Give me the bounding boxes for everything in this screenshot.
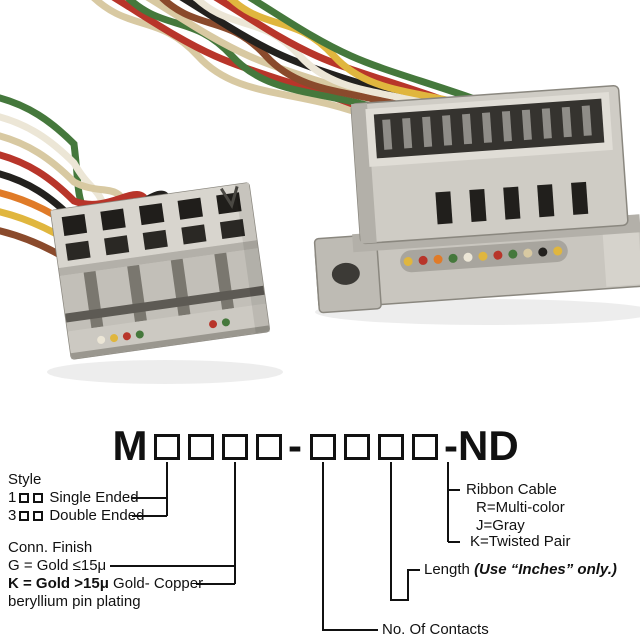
part-number: M - -ND [0, 422, 640, 469]
contacts-label: No. Of Contacts [382, 621, 489, 638]
length-callout-line [390, 462, 420, 601]
part-number-suffix: -ND [444, 422, 519, 469]
front-slots [435, 181, 589, 225]
connector-side-shade [234, 182, 270, 334]
mounting-hole [331, 262, 360, 285]
part-number-hyphen: - [288, 422, 302, 469]
contacts-callout-line [322, 462, 378, 631]
board-mount-connector [313, 84, 640, 314]
connector-top-face [50, 182, 257, 269]
part-number-prefix: M [112, 422, 148, 469]
ribbon-title: Ribbon Cable [466, 481, 557, 498]
style-option-single: 1 Single Ended [8, 490, 139, 506]
product-photo [0, 0, 640, 384]
digit-box-icon [19, 511, 30, 521]
idc-socket-connector [50, 182, 270, 360]
finish-option-k: K = Gold >15μ Gold- Copper [8, 576, 203, 592]
part-number-box [412, 434, 438, 460]
wire [0, 132, 130, 210]
ribbon-option-twisted-pair: K=Twisted Pair [470, 533, 571, 550]
finish-option-k-rest: Gold- Copper [108, 575, 204, 592]
bracket-end [602, 230, 640, 287]
digit-box-icon [33, 493, 44, 503]
part-number-box [256, 434, 282, 460]
wire-end-dots [403, 246, 563, 266]
style-option-label: Single Ended [49, 489, 139, 506]
wire [125, 0, 410, 122]
ribbon-callout-line [447, 462, 460, 543]
style-option-label: Double Ended [49, 507, 145, 524]
style-digit: 1 [8, 489, 17, 506]
wire [0, 94, 88, 216]
wire [159, 0, 444, 122]
left-connector-shadow [47, 360, 283, 384]
style-title: Style [8, 471, 42, 488]
style-callout-line [132, 462, 168, 517]
part-number-box [344, 434, 370, 460]
header-pins [382, 105, 592, 150]
housing-side-shade [351, 102, 377, 244]
part-number-box [378, 434, 404, 460]
length-label-row: Length (Use “Inches” only.) [424, 562, 617, 578]
connector-base-strip [67, 303, 270, 360]
right-connector-shadow [315, 299, 640, 325]
ribbon-option-gray: J=Gray [476, 517, 525, 534]
finish-option-k-note: beryllium pin plating [8, 593, 141, 610]
connector-bottom-edge [70, 325, 270, 360]
finish-option-k-code: K = Gold >15μ [8, 575, 109, 592]
length-label: Length [424, 561, 470, 578]
finish-option-g: G = Gold ≤15μ [8, 557, 107, 574]
style-digit: 3 [8, 507, 17, 524]
wire [0, 113, 109, 213]
finish-callout-line [110, 462, 236, 585]
digit-box-icon [19, 493, 30, 503]
length-note: (Use “Inches” only.) [474, 561, 617, 578]
style-option-double: 3 Double Ended [8, 508, 144, 524]
finish-title: Conn. Finish [8, 539, 93, 556]
wire [91, 0, 376, 122]
part-number-box [222, 434, 248, 460]
strain-relief-slot [65, 285, 265, 323]
part-number-box [188, 434, 214, 460]
wire [0, 151, 151, 208]
part-number-box [154, 434, 180, 460]
part-number-box [310, 434, 336, 460]
digit-box-icon [33, 511, 44, 521]
polarity-notch [220, 186, 239, 210]
connector-ridge [58, 240, 258, 276]
ribbon-option-multicolor: R=Multi-color [476, 499, 565, 516]
wire-end-dots [97, 318, 230, 344]
